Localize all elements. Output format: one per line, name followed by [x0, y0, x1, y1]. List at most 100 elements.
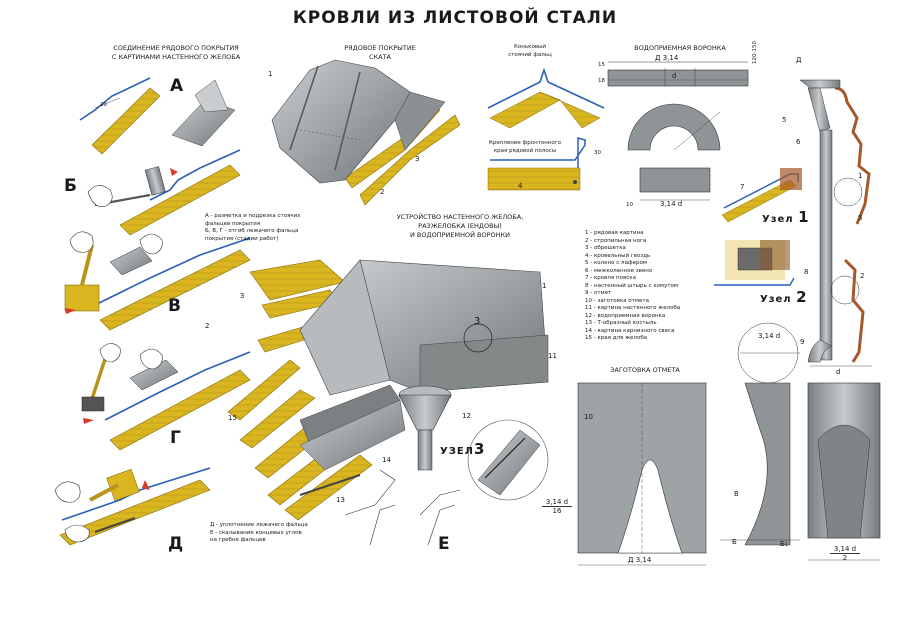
dim-d-pipe: d [836, 368, 841, 376]
callout-5: 5 [782, 116, 787, 124]
dim-d314-bottom: Д 3,14 [628, 556, 652, 564]
legend-item: 8 - настенный штырь с хомутом [585, 282, 678, 289]
callout-1-roof: 1 [268, 70, 273, 78]
funnel-drawings [607, 61, 749, 201]
gutter-assembly [227, 259, 549, 521]
node-3-label: УЗЕЛ3 [440, 440, 485, 458]
poster-title: КРОВЛИ ИЗ ЛИСТОВОЙ СТАЛИ [292, 8, 618, 28]
legend-item: 9 - отмет [585, 290, 612, 296]
dim-letter-b: Б [732, 538, 737, 546]
caption-funnel: ВОДОПРИЕМНАЯ ВОРОНКА [634, 44, 726, 52]
dim-d314-mid: 3,14 d [660, 200, 683, 208]
callout-9: 9 [800, 338, 805, 346]
dim-15: 15 [598, 62, 605, 68]
step-letter-d: Д [168, 534, 184, 554]
legend-item: 10 - заготовка отмета [585, 297, 649, 304]
callout-11: 11 [548, 352, 557, 360]
callout-8: 8 [804, 268, 809, 276]
legend-item: 6 - межколенное звено [585, 267, 653, 274]
legend-item: 4 - кровельный гвоздь [585, 252, 651, 259]
legend-list: 1 - рядовая картина 2 - стропильная нога… [585, 230, 715, 343]
callout-2-main: 2 [205, 322, 210, 330]
downpipe-diagram [799, 79, 872, 367]
step-letter-a: А [170, 76, 184, 96]
step-d-diagram [54, 467, 211, 546]
dim-letter-d: Д [796, 56, 802, 64]
node-2-number: 2 [796, 288, 808, 306]
legend-item: 3 - обрешетка [585, 245, 626, 251]
legend-item: 5 - колено с лафером [585, 260, 648, 266]
legend-item: 13 - Т-образный костыль [585, 320, 657, 326]
node-2-word: Узел [760, 294, 792, 305]
node-1-diagram [721, 168, 802, 223]
legend-item: 1 - рядовая картина [585, 230, 644, 236]
node-1-word: Узел [762, 214, 794, 225]
callout-13: 13 [336, 496, 345, 504]
step-letter-e: Е [438, 534, 450, 554]
step-a-diagram [79, 77, 236, 155]
callout-2-pipe: 2 [860, 272, 865, 280]
callout-1-main: 1 [542, 282, 547, 290]
step-g-diagram [81, 343, 251, 451]
dim-d16-top: 3,14 d [545, 498, 569, 506]
callout-6: 6 [796, 138, 801, 146]
gable-detail [487, 137, 586, 191]
caption-ridge: Коньковый стоячий фальц [508, 44, 552, 58]
caption-blank: ЗАГОТОВКА ОТМЕТА [610, 366, 680, 374]
dim-120-150: 120-150 [752, 41, 758, 64]
node-1-label: Узел 1 [762, 208, 810, 226]
dim-d314-top: Д 3,14 [655, 54, 679, 62]
step-b-diagram [87, 149, 241, 236]
dim-letter-b1: Б₁ [780, 540, 788, 548]
callout-7: 7 [740, 183, 745, 191]
dim-18: 18 [598, 78, 605, 84]
dim-d314-circle: 3,14 d [758, 332, 781, 340]
ridge-detail [487, 67, 605, 129]
dim-10: 10 [626, 202, 633, 208]
blank-drawing [577, 382, 707, 566]
caption-row-cover: РЯДОВОЕ ПОКРЫТИЕ СКАТА [344, 44, 416, 61]
note-de: Д - уплотнение лежачего фальца Е - скалы… [210, 522, 308, 543]
dim-d2-top: 3,14 d [833, 545, 857, 553]
node-2-label: Узел 2 [760, 288, 808, 306]
callout-15: 15 [228, 414, 237, 422]
step-letter-g: Г [170, 428, 181, 448]
callout-5-pipe: 5 [858, 214, 863, 222]
dim-20: 20 [100, 102, 107, 108]
legend-item: 11 - картина настенного желоба [585, 305, 681, 311]
step-v-diagram [64, 231, 251, 331]
step-e-diagram [344, 469, 461, 546]
dim-d-top: d [672, 72, 677, 80]
callout-3-node: 3 [474, 316, 481, 327]
dim-d2-bottom: 2 [830, 553, 860, 562]
node-3-number: 3 [473, 440, 486, 458]
legend-item: 15 - края для желоба [585, 335, 648, 341]
dim-d16-bottom: 16 [542, 506, 572, 515]
legend-item: 12 - водоприемная воронка [585, 312, 666, 319]
callout-2-roof: 2 [380, 188, 385, 196]
pipe-blank-drawings [720, 322, 881, 561]
caption-joining: СОЕДИНЕНИЕ РЯДОВОГО ПОКРЫТИЯ С КАРТИНАМИ… [111, 44, 241, 61]
legend-item: 7 - кровля пояска [585, 275, 636, 281]
caption-gutter-device: УСТРОЙСТВО НАСТЕННОГО ЖЕЛОБА, РАЗЖЕЛОБКА… [396, 213, 524, 239]
callout-3-main: 3 [240, 292, 245, 300]
callout-12: 12 [462, 412, 471, 420]
node-1-number: 1 [798, 208, 810, 226]
node-3-word: УЗЕЛ [440, 446, 474, 457]
legend-item: 2 - стропильная нога [585, 237, 647, 244]
callout-1-pipe: 1 [858, 172, 863, 180]
dim-letter-v: В [734, 490, 739, 498]
step-letter-v: В [168, 296, 181, 316]
legend-item: 14 - картина карнизного свеса [585, 327, 675, 334]
note-abvg: А - разметка и подрезка стоячих фальцев … [205, 213, 301, 242]
callout-4-gable: 4 [518, 182, 523, 190]
callout-10: 10 [584, 413, 593, 421]
callout-3-roof: 3 [415, 155, 420, 163]
node-3-diagram [467, 419, 549, 501]
node-2-diagram [714, 240, 795, 286]
step-letter-b: Б [64, 176, 77, 196]
callout-14: 14 [382, 456, 391, 464]
